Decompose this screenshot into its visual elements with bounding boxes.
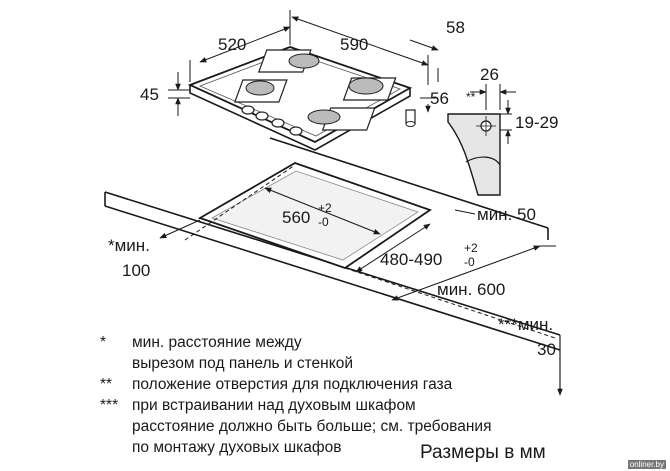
dim-min-100-value: 100 [122, 261, 150, 280]
footnote-row: * мин. расстояние между [100, 332, 491, 353]
burner-front-right [307, 107, 376, 131]
dim-480-490-minus: -0 [464, 255, 475, 269]
footnote-mark [100, 416, 132, 437]
dimension-labels: 520 590 58 45 56 26 ** 19-29 560 +2 -0 4… [108, 18, 558, 359]
gas-marker: ** [466, 90, 476, 104]
burner-rear-right [342, 77, 397, 101]
footnote-mark [100, 353, 132, 374]
footnote-mark: * [100, 334, 107, 351]
dim-480-490: 480-490 [380, 250, 442, 269]
dim-56: 56 [430, 89, 449, 108]
mounting-bracket-detail [447, 84, 516, 196]
dim-min-30-value: 30 [537, 340, 556, 359]
footnote-text: положение отверстия для подключения газа [132, 376, 453, 393]
dim-45: 45 [140, 85, 159, 104]
dim-26: 26 [480, 65, 499, 84]
footnote-text: вырезом под панель и стенкой [132, 355, 353, 372]
cutout-dimension-lines [159, 164, 563, 396]
footnote-text: расстояние должно быть больше; см. требо… [132, 418, 492, 435]
footnote-row: *** при встраивании над духовым шкафом [100, 395, 491, 416]
dim-58: 58 [446, 18, 465, 37]
dim-560: 560 [282, 208, 310, 227]
dim-min-30-label: ***мин. [498, 315, 553, 334]
footnote-row: расстояние должно быть больше; см. требо… [100, 416, 491, 437]
gas-hob [187, 46, 416, 151]
burner-front-left [233, 79, 288, 103]
footnote-row: вырезом под панель и стенкой [100, 353, 491, 374]
footnote-mark [100, 437, 132, 458]
footnote-row: ** положение отверстия для подключения г… [100, 374, 491, 395]
control-knobs [241, 105, 303, 136]
footnote-text: по монтажу духовых шкафов [132, 439, 342, 456]
units-label: Размеры в мм [420, 442, 546, 463]
footnote-text: при встраивании над духовым шкафом [132, 397, 416, 414]
gas-connector [405, 109, 416, 127]
dim-560-plus: +2 [318, 201, 332, 215]
dim-19-29: 19-29 [515, 113, 558, 132]
dim-480-490-plus: +2 [464, 241, 478, 255]
dim-520: 520 [218, 35, 246, 54]
footnote-mark: *** [100, 397, 119, 414]
dim-min-100-label: *мин. [108, 236, 150, 255]
dim-min-600: мин. 600 [437, 280, 505, 299]
footnote-row: по монтажу духовых шкафов [100, 437, 491, 458]
dim-min-50: мин. 50 [477, 205, 536, 224]
hob-dimension-lines [168, 10, 439, 116]
watermark: onliner.by [627, 460, 666, 469]
dim-560-minus: -0 [318, 215, 329, 229]
footnotes: * мин. расстояние между вырезом под пане… [100, 332, 491, 458]
footnote-text: мин. расстояние между [132, 334, 302, 351]
footnote-mark: ** [100, 376, 113, 393]
dim-590: 590 [340, 35, 368, 54]
